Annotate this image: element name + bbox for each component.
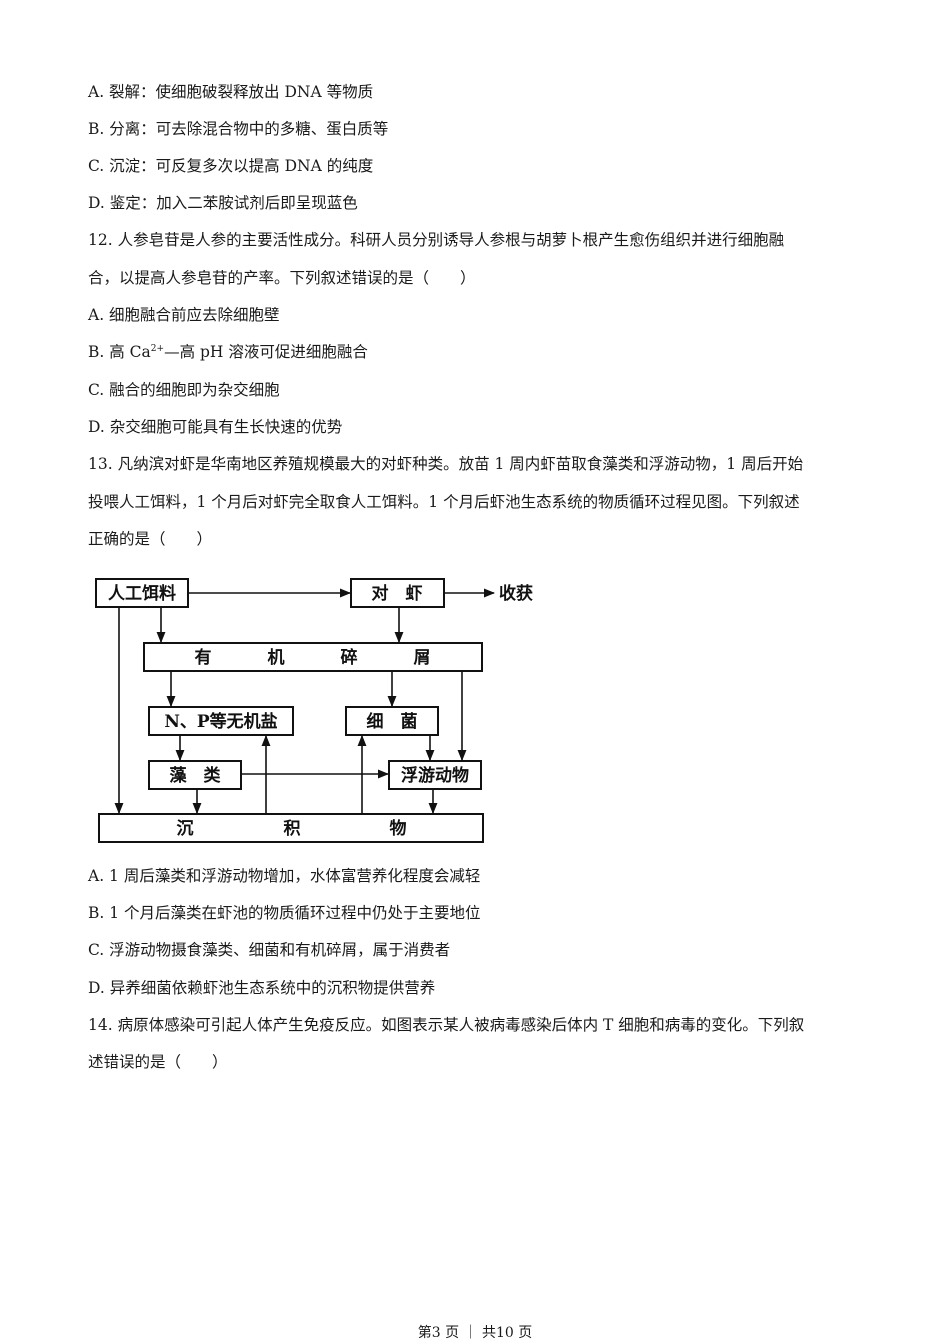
q13-option-d: D. 异养细菌依赖虾池生态系统中的沉积物提供营养 [88,979,436,997]
label-bacteria: 细 菌 [367,711,418,732]
label-sediment-3: 物 [390,818,407,839]
q14-stem-line1: 14. 病原体感染可引起人体产生免疫反应。如图表示某人被病毒感染后体内 T 细胞… [88,1016,805,1034]
q13-option-a: A. 1 周后藻类和浮游动物增加，水体富营养化程度会减轻 [88,867,481,885]
q12-option-b-pre: B. 高 Ca [88,343,151,361]
q12-stem-line1: 12. 人参皂苷是人参的主要活性成分。科研人员分别诱导人参根与胡萝卜根产生愈伤组… [88,231,785,249]
label-sediment-2: 积 [284,819,301,839]
box-detritus [143,642,483,672]
q12-option-a: A. 细胞融合前应去除细胞壁 [88,306,280,324]
label-detritus-1: 有 [195,647,212,668]
q12-option-b-superscript: 2+ [150,344,165,354]
label-zooplankton: 浮游动物 [401,765,469,786]
q11-option-a: A. 裂解：使细胞破裂释放出 DNA 等物质 [88,83,374,101]
q13-stem-line1: 13. 凡纳滨对虾是华南地区养殖规模最大的对虾种类。放苗 1 周内虾苗取食藻类和… [88,455,804,473]
q11-option-c: C. 沉淀：可反复多次以提高 DNA 的纯度 [88,157,374,175]
label-shrimp: 对 虾 [372,583,423,604]
label-algae: 藻 类 [170,765,222,786]
label-detritus-4: 屑 [414,648,431,668]
page-footer: 第3 页 ｜ 共10 页 [417,1325,533,1341]
q14-stem-line2: 述错误的是（ ） [88,1053,228,1071]
box-sediment [98,813,484,843]
box-algae [148,760,242,790]
label-harvest: 收获 [499,583,533,604]
box-salts [148,706,294,736]
q12-option-c: C. 融合的细胞即为杂交细胞 [88,381,280,399]
q12-option-d: D. 杂交细胞可能具有生长快速的优势 [88,418,343,436]
label-feed: 人工饵料 [108,583,176,604]
q12-option-b: B. 高 Ca2+—高 pH 溶液可促进细胞融合 [88,342,368,362]
q13-option-c: C. 浮游动物摄食藻类、细菌和有机碎屑，属于消费者 [88,941,451,959]
q13-option-b: B. 1 个月后藻类在虾池的物质循环过程中仍处于主要地位 [88,904,481,922]
label-sediment-1: 沉 [177,818,194,839]
q12-stem-line2: 合，以提高人参皂苷的产率。下列叙述错误的是（ ） [88,269,476,287]
material-cycle-diagram: 人工饵料 对 虾 收获 有 机 碎 屑 N、P等无机盐 细 菌 藻 类 浮游动物… [95,578,533,843]
label-salts: N、P等无机盐 [164,711,277,732]
q13-stem-line2: 投喂人工饵料，1 个月后对虾完全取食人工饵料。1 个月后虾池生态系统的物质循环过… [88,493,800,511]
q11-option-d: D. 鉴定：加入二苯胺试剂后即呈现蓝色 [88,194,358,212]
label-detritus-2: 机 [268,647,285,668]
q12-option-b-post: —高 pH 溶液可促进细胞融合 [164,343,368,361]
q13-stem-line3: 正确的是（ ） [88,530,213,548]
label-detritus-3: 碎 [341,647,358,668]
q11-option-b: B. 分离：可去除混合物中的多糖、蛋白质等 [88,120,389,138]
